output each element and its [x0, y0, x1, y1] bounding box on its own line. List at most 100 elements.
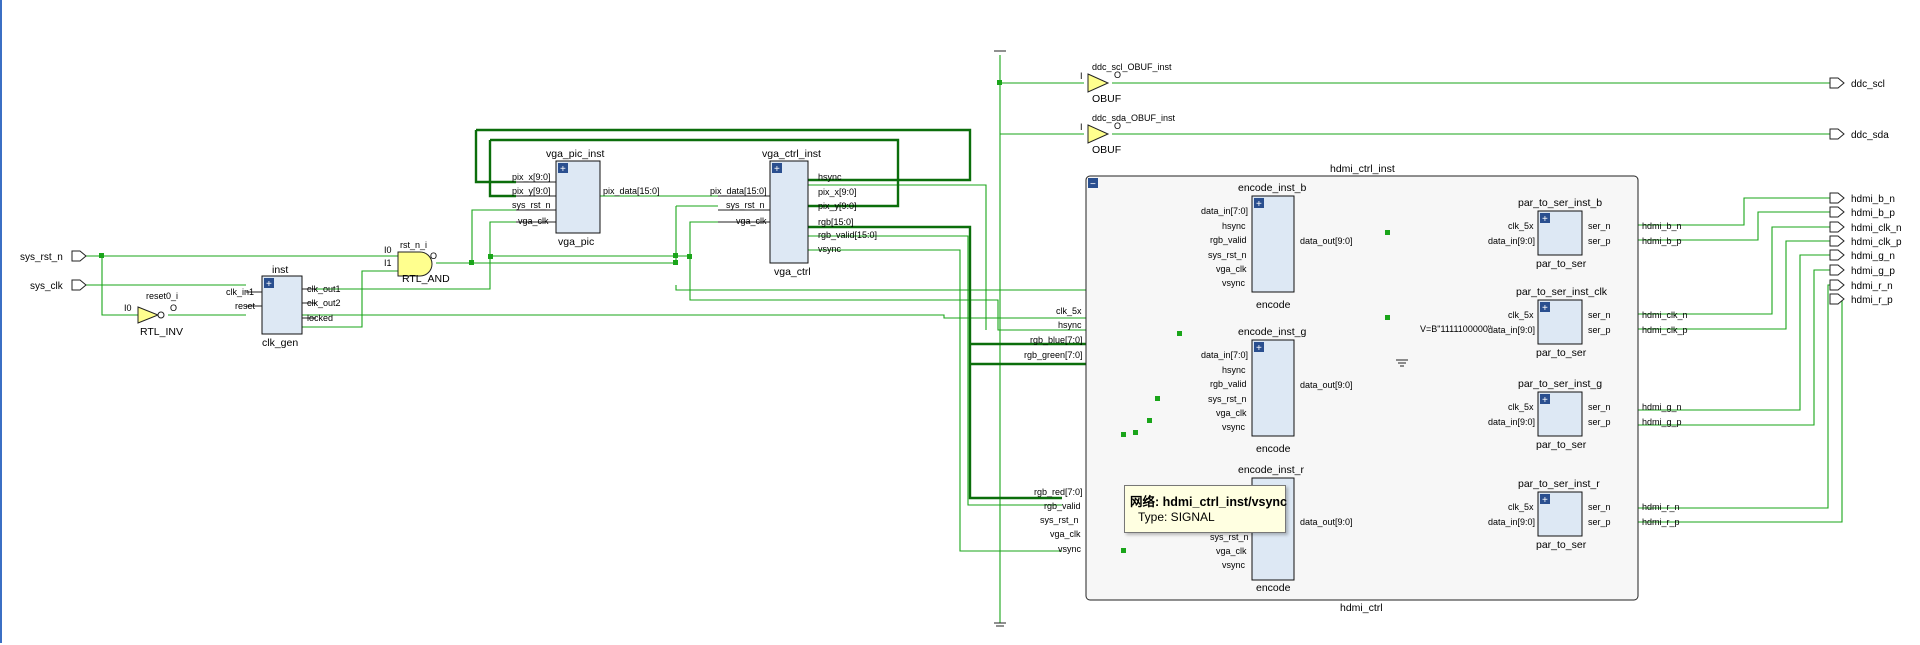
type-name: encode	[1256, 299, 1291, 311]
junction-dots	[99, 80, 1390, 553]
expand-symbol: +	[560, 164, 566, 175]
inst-name: par_to_ser_inst_clk	[1516, 286, 1608, 298]
vga-pic-block[interactable]: vga_pic_inst + pix_x[9:0] pix_y[9:0] sys…	[512, 148, 660, 248]
tooltip-type: Type: SIGNAL	[1138, 510, 1215, 524]
pin-label: O	[1114, 121, 1121, 131]
par-to-ser-g-block[interactable]: par_to_ser_inst_g + clk_5x data_in[9:0] …	[1488, 378, 1682, 451]
pin-label: pix_x[9:0]	[512, 172, 551, 182]
tooltip-title: 网络: hdmi_ctrl_inst/vsync	[1130, 491, 1287, 510]
expand-icon[interactable]	[264, 278, 274, 288]
pin-label: data_in[9:0]	[1488, 236, 1535, 246]
pin-label: vga_clk	[1216, 546, 1247, 556]
inst-name: encode_inst_r	[1238, 464, 1304, 476]
pin-label: vga_clk	[1216, 408, 1247, 418]
pin-label: rgb_valid[15:0]	[818, 230, 877, 240]
pin-label: pix_data[15:0]	[710, 186, 767, 196]
hdmi-input-label: rgb_blue[7:0]	[1030, 335, 1083, 345]
constant-label: V=B"1111100000"	[1420, 324, 1491, 334]
expand-symbol: +	[1542, 214, 1548, 225]
hdmi-input-label: rgb_green[7:0]	[1024, 350, 1083, 360]
pin-label: vga_clk	[1216, 264, 1247, 274]
expand-icon[interactable]	[1540, 394, 1550, 404]
expand-icon[interactable]	[1540, 302, 1550, 312]
pin-label: pix_y[9:0]	[512, 186, 551, 196]
output-port-ddc-sda[interactable]: ddc_sda	[1829, 128, 1889, 141]
net-label: hdmi_g_p	[1642, 417, 1682, 427]
port-label: ddc_scl	[1851, 79, 1885, 90]
port-label: hdmi_clk_n	[1851, 223, 1902, 234]
pin-label: data_in[9:0]	[1488, 417, 1535, 427]
reset-inverter[interactable]: reset0_i I0 O RTL_INV	[124, 291, 183, 338]
hdmi-input-label: hsync	[1058, 320, 1082, 330]
vga-ctrl-block[interactable]: vga_ctrl_inst + pix_data[15:0] sys_rst_n…	[710, 148, 877, 278]
pin-label: ser_p	[1588, 325, 1611, 335]
pin-label: O	[170, 303, 177, 313]
clk-gen-block[interactable]: inst + clk_in1 reset clk_out1 clk_out2 l…	[226, 264, 341, 349]
pin-label: vsync	[1222, 422, 1246, 432]
type-name: par_to_ser	[1536, 439, 1587, 451]
port-label: hdmi_clk_p	[1851, 237, 1902, 248]
expand-icon[interactable]	[1254, 198, 1264, 208]
hdmi-input-label: rgb_red[7:0]	[1034, 487, 1083, 497]
port-label: hdmi_r_n	[1851, 281, 1893, 292]
pin-label: rgb_valid	[1210, 235, 1247, 245]
type-name: par_to_ser	[1536, 347, 1587, 359]
expand-icon[interactable]	[558, 163, 568, 173]
expand-icon[interactable]	[772, 163, 782, 173]
type-name: encode	[1256, 582, 1291, 594]
par-to-ser-clk-block[interactable]: par_to_ser_inst_clk + clk_5x data_in[9:0…	[1488, 286, 1688, 359]
pin-label: clk_out1	[307, 284, 341, 294]
input-port-sys-rst-n[interactable]: sys_rst_n	[20, 250, 87, 263]
inst-name: inst	[272, 264, 288, 276]
net-label: hdmi_b_p	[1642, 236, 1682, 246]
par-to-ser-r-block[interactable]: par_to_ser_inst_r + clk_5x data_in[9:0] …	[1488, 478, 1680, 551]
type-name: par_to_ser	[1536, 539, 1587, 551]
pin-label: clk_5x	[1508, 402, 1534, 412]
pin-label: clk_5x	[1508, 221, 1534, 231]
obuf-ddc-sda[interactable]: ddc_sda_OBUF_inst I O OBUF	[1080, 113, 1176, 156]
port-label: hdmi_r_p	[1851, 295, 1893, 306]
pin-label: O	[430, 251, 437, 261]
encode-g-block[interactable]: encode_inst_g + data_in[7:0] hsync rgb_v…	[1201, 326, 1353, 455]
encode-b-block[interactable]: encode_inst_b + data_in[7:0] hsync rgb_v…	[1201, 182, 1353, 311]
port-label: hdmi_g_p	[1851, 266, 1895, 277]
reset-and-gate[interactable]: rst_n_i I0 I1 O RTL_AND	[384, 240, 450, 285]
collapse-icon[interactable]	[1088, 178, 1098, 188]
inst-name: par_to_ser_inst_b	[1518, 197, 1602, 209]
type-name: hdmi_ctrl	[1340, 602, 1383, 614]
pin-label: sys_rst_n	[1210, 532, 1249, 542]
net-tooltip: 网络: hdmi_ctrl_inst/vsync Type: SIGNAL	[1124, 485, 1287, 533]
pin-label: vga_clk	[736, 216, 767, 226]
port-label: sys_rst_n	[20, 252, 63, 263]
expand-symbol: +	[1542, 395, 1548, 406]
inst-name: rst_n_i	[400, 240, 427, 250]
type-name: vga_pic	[558, 236, 594, 248]
pin-label: locked	[307, 313, 333, 323]
pin-label: I	[1080, 122, 1083, 132]
pin-label: pix_data[15:0]	[603, 186, 660, 196]
pin-label: sys_rst_n	[512, 200, 551, 210]
tooltip-net-name: hdmi_ctrl_inst/vsync	[1162, 495, 1288, 509]
pin-label: hsync	[1222, 221, 1246, 231]
obuf-ddc-scl[interactable]: ddc_scl_OBUF_inst I O OBUF	[1080, 62, 1172, 105]
output-port-ddc-scl[interactable]: ddc_scl	[1829, 77, 1885, 90]
output-ports-hdmi[interactable]: hdmi_b_n hdmi_b_p hdmi_clk_n hdmi_clk_p …	[1829, 192, 1902, 306]
port-label: hdmi_b_n	[1851, 194, 1895, 205]
expand-icon[interactable]	[1254, 342, 1264, 352]
expand-icon[interactable]	[1540, 494, 1550, 504]
hdmi-ctrl-group[interactable]: hdmi_ctrl_inst − hdmi_ctrl clk_5x hsync …	[1024, 163, 1688, 614]
par-to-ser-b-block[interactable]: par_to_ser_inst_b + clk_5x data_in[9:0] …	[1488, 197, 1682, 270]
input-port-sys-clk[interactable]: sys_clk	[30, 279, 87, 292]
pin-label: clk_5x	[1508, 310, 1534, 320]
expand-symbol: +	[774, 164, 780, 175]
expand-icon[interactable]	[1540, 213, 1550, 223]
pin-label: data_in[9:0]	[1488, 325, 1535, 335]
hdmi-input-label: clk_5x	[1056, 306, 1082, 316]
pin-label: data_in[7:0]	[1201, 206, 1248, 216]
pin-label: sys_rst_n	[1208, 394, 1247, 404]
pin-label: clk_out2	[307, 298, 341, 308]
expand-symbol: +	[1542, 303, 1548, 314]
inst-name: encode_inst_b	[1238, 182, 1306, 194]
type-name: RTL_AND	[402, 273, 450, 285]
